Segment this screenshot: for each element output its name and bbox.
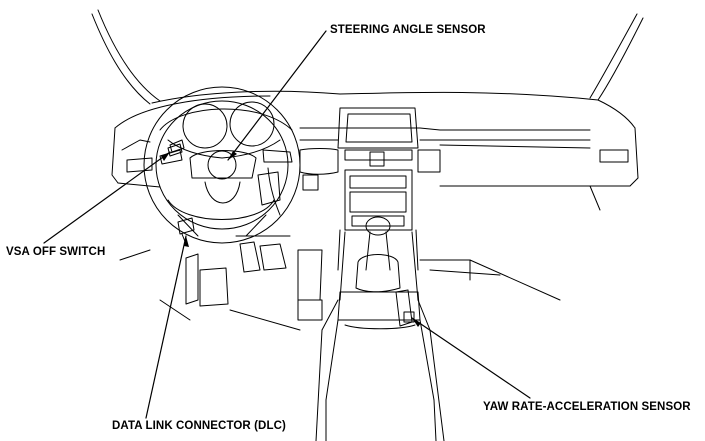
- gear-shifter: [339, 216, 419, 301]
- leader-steering: [227, 30, 327, 161]
- yaw-rate-sensor-label: YAW RATE-ACCELERATION SENSOR: [483, 401, 691, 413]
- arrowheads: [161, 151, 421, 327]
- data-link-connector-label: DATA LINK CONNECTOR (DLC): [112, 420, 286, 432]
- yaw-rate-sensor-component: [395, 289, 415, 327]
- leader-vsa: [43, 151, 171, 244]
- arrowhead-dlc: [184, 236, 189, 247]
- arrowhead-yaw: [412, 318, 421, 327]
- leader-dlc: [145, 235, 187, 419]
- arrowhead-vsa: [161, 152, 170, 161]
- steering-angle-sensor-label: STEERING ANGLE SENSOR: [330, 24, 486, 36]
- leader-lines: [43, 30, 531, 419]
- vsa-off-switch-label: VSA OFF SWITCH: [6, 246, 106, 258]
- center-stack: [302, 169, 419, 271]
- arrowhead-steering: [228, 151, 237, 160]
- windshield-frame: [91, 9, 644, 105]
- steering-wheel: [143, 86, 301, 244]
- center-display: [337, 107, 419, 149]
- floor-pedals: [119, 185, 601, 331]
- vsa-off-switch-component: [167, 143, 183, 157]
- dashboard-outline: [111, 90, 639, 188]
- leader-yaw: [411, 317, 531, 399]
- center-console: [315, 291, 445, 441]
- dashboard-vents: [257, 148, 441, 216]
